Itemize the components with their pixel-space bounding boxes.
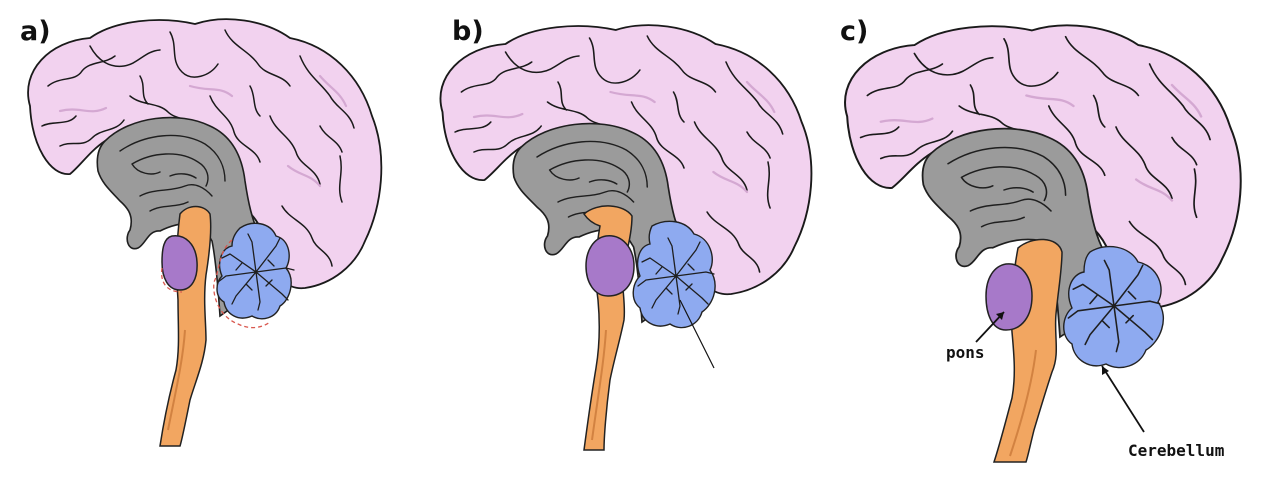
pons-b [585, 235, 635, 297]
pons-a [161, 235, 198, 291]
pons-label: pons [946, 343, 985, 362]
brainstem-a [159, 205, 212, 447]
panel-label-c: c) [840, 16, 868, 47]
panel-a: a) [20, 16, 383, 447]
brainstem-c [992, 238, 1063, 463]
panel-label-a: a) [20, 16, 51, 47]
panel-c: c) pons Cerebellum [840, 16, 1242, 463]
cerebellum-arrowhead [1102, 366, 1109, 375]
pointer-line-b [679, 299, 715, 369]
pons-c [985, 263, 1033, 331]
panel-label-b: b) [452, 16, 484, 47]
panel-b: b) [439, 16, 813, 451]
pons-arrowhead [996, 312, 1004, 320]
cerebellum-label: Cerebellum [1128, 441, 1225, 460]
cerebellum-arrow [1101, 365, 1145, 433]
